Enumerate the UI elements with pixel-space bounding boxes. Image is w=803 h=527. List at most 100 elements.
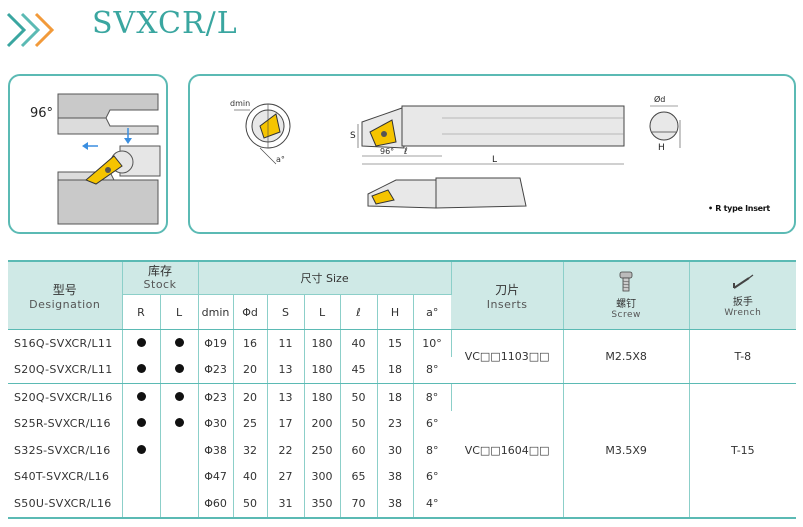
designation-cell: S25R-SVXCR/L16 — [8, 410, 123, 437]
designation-cell: S20Q-SVXCR/L16 — [8, 383, 123, 411]
s-cell: 13 — [267, 356, 305, 384]
dmin-cell: Φ30 — [198, 410, 234, 437]
designation-cell: S32S-SVXCR/L16 — [8, 437, 123, 464]
l-small-cell: 40 — [340, 329, 378, 357]
s-cell: 22 — [267, 437, 305, 464]
spec-table: 型号 Designation 库存 Stock 尺寸 Size 刀片 Inser… — [8, 260, 797, 519]
s-cell: 31 — [267, 490, 305, 519]
dmin-cell: Φ23 — [198, 383, 234, 411]
a-cell: 8° — [426, 443, 439, 457]
dmin-cell: Φ47 — [198, 463, 234, 490]
stock-l-cell — [160, 383, 199, 411]
size-header: 尺寸 Size — [198, 261, 452, 295]
stock-r-cell — [122, 329, 161, 357]
phid-cell: 25 — [233, 410, 268, 437]
stock-r-cell — [122, 490, 161, 519]
l-small-cell: 65 — [340, 463, 378, 490]
phid-cell: 16 — [233, 329, 268, 357]
l-cell: 180 — [304, 329, 341, 357]
angle-label: 96° — [30, 106, 54, 121]
toolholder-dimension-panel: dmin a° S 96° ℓ L Ød H — [188, 74, 796, 234]
dmin-cell: Φ19 — [198, 329, 234, 357]
l-small-cell: 70 — [340, 490, 378, 519]
dmin-cell: Φ60 — [198, 490, 234, 519]
s-cell: 13 — [267, 383, 305, 411]
l-small-cell: 45 — [340, 356, 378, 384]
l-small-label: ℓ — [403, 147, 408, 157]
in-stock-dot-icon — [174, 337, 184, 347]
s-cell: 27 — [267, 463, 305, 490]
l-small-cell: 60 — [340, 437, 378, 464]
h-cell: 30 — [377, 437, 414, 464]
wrench-cell: T-15 — [689, 383, 797, 519]
screw-cell: M3.5X9 — [563, 383, 690, 519]
phid-cell: 20 — [233, 383, 268, 411]
wrench-cell: T-8 — [689, 329, 797, 384]
h-cell: 18 — [377, 356, 414, 384]
dmin-cell: Φ23 — [198, 356, 234, 384]
designation-cell: S16Q-SVXCR/L11 — [8, 329, 123, 357]
dmin-cell: Φ38 — [198, 437, 234, 464]
stock-l-header: L — [160, 294, 199, 330]
h-cell: 38 — [377, 490, 414, 519]
s-cell: 17 — [267, 410, 305, 437]
h-cell: 15 — [377, 329, 414, 357]
page-title: SVXCR/L — [92, 6, 238, 41]
in-stock-dot-icon — [174, 364, 184, 374]
wrench-icon — [732, 274, 754, 289]
inserts-cell: VC□□1604□□ — [451, 383, 564, 519]
l-cell: 180 — [304, 383, 341, 411]
screw-icon — [619, 271, 633, 292]
inserts-cell: VC□□1103□□ — [451, 329, 564, 384]
stock-r-cell — [122, 356, 161, 384]
phid-cell: 40 — [233, 463, 268, 490]
h-cell: 38 — [377, 463, 414, 490]
in-stock-dot-icon — [136, 391, 146, 401]
l-cell: 300 — [304, 463, 341, 490]
stock-l-cell — [160, 410, 199, 437]
l-small-cell: 50 — [340, 410, 378, 437]
designation-cell: S40T-SVXCR/L16 — [8, 463, 123, 490]
a-angle-label: a° — [276, 155, 285, 164]
phid-header: Φd — [233, 294, 268, 330]
a-header: a° — [413, 294, 452, 330]
a-cell: 8° — [413, 356, 452, 384]
stock-l-cell — [160, 356, 199, 384]
a-cell: 4° — [413, 490, 452, 519]
stock-l-cell — [160, 437, 199, 464]
a-cell: 10° — [413, 329, 452, 357]
in-stock-dot-icon — [136, 364, 146, 374]
toolholder-dimension-drawing: dmin a° S 96° ℓ L Ød H — [230, 94, 681, 209]
l-cell: 180 — [304, 356, 341, 384]
stock-l-cell — [160, 490, 199, 519]
stock-r-cell — [122, 383, 161, 411]
l-header: L — [304, 294, 341, 330]
l-cell: 200 — [304, 410, 341, 437]
designation-header: 型号 Designation — [8, 261, 123, 330]
r-type-insert-note: • R type Insert — [708, 204, 770, 213]
in-stock-dot-icon — [174, 391, 184, 401]
h-cell: 18 — [377, 383, 414, 411]
stock-r-cell — [122, 463, 161, 490]
h-header: H — [377, 294, 414, 330]
phid-cell: 20 — [233, 356, 268, 384]
in-stock-dot-icon — [136, 337, 146, 347]
s-header: S — [267, 294, 305, 330]
boring-operation-diagram — [57, 93, 161, 225]
designation-cell: S50U-SVXCR/L16 — [8, 490, 123, 519]
h-cell: 23 — [377, 410, 414, 437]
wrench-header: 扳手 Wrench — [689, 261, 797, 330]
a-cell: 6° — [426, 417, 439, 431]
stock-r-cell — [122, 410, 161, 437]
angle-96-label: 96° — [380, 147, 394, 156]
stock-r-header: R — [122, 294, 161, 330]
l-small-cell: 50 — [340, 383, 378, 411]
l-label: L — [492, 155, 497, 165]
in-stock-dot-icon — [174, 418, 184, 428]
